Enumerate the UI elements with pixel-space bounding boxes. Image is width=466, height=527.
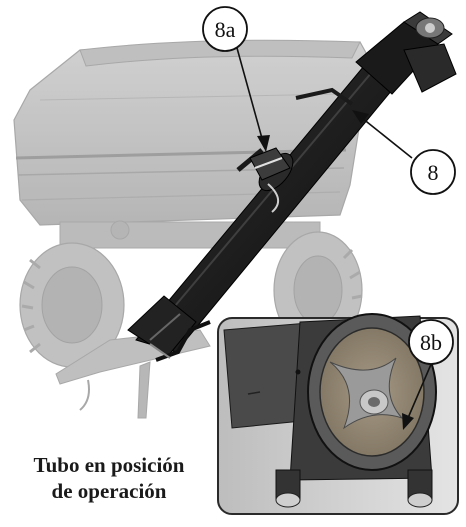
callout-8b-label: 8b — [420, 330, 442, 355]
callout-8a: 8a — [202, 6, 248, 52]
callout-8-label: 8 — [428, 160, 439, 185]
auger-tube — [127, 11, 457, 362]
inset-detail — [217, 313, 459, 515]
callout-8: 8 — [410, 149, 456, 195]
caption-line-1: Tubo en posición — [33, 453, 185, 477]
figure-caption: Tubo en posición de operación — [0, 452, 218, 504]
callout-8b: 8b — [408, 319, 454, 365]
caption-line-2: de operación — [51, 479, 167, 503]
callout-8a-label: 8a — [215, 17, 236, 42]
leader-lines — [236, 47, 433, 430]
